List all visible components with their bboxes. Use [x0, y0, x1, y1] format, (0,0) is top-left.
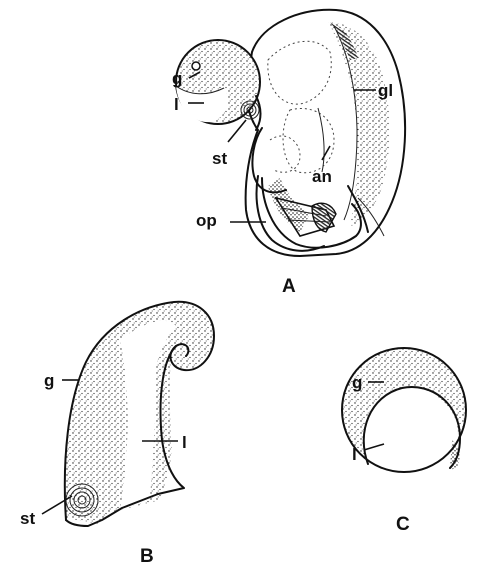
panel-a-label-op: op — [196, 211, 217, 230]
panel-b-caption: B — [140, 546, 154, 567]
panel-a-label-l: l — [174, 95, 179, 114]
gland-region — [328, 22, 390, 226]
panel-b-label-l: l — [182, 433, 187, 452]
panel-a-label-gl: gl — [378, 81, 393, 100]
panel-b-label-g: g — [44, 371, 54, 390]
panel-c: g l C — [342, 348, 466, 535]
panel-a: g l st gl an op A — [172, 10, 405, 297]
panel-a-label-st: st — [212, 149, 227, 168]
panel-a-operculum — [262, 178, 361, 248]
panel-c-label-g: g — [352, 373, 362, 392]
panel-a-label-an: an — [312, 167, 332, 186]
panel-c-caption: C — [396, 514, 410, 535]
panel-a-caption: A — [282, 276, 296, 297]
panel-b: g l st B — [20, 302, 214, 567]
panel-c-label-l: l — [352, 445, 357, 464]
panel-a-label-g: g — [172, 69, 182, 88]
panel-a-head — [176, 40, 261, 130]
panel-b-label-st: st — [20, 509, 35, 528]
gland-dot — [192, 62, 200, 70]
